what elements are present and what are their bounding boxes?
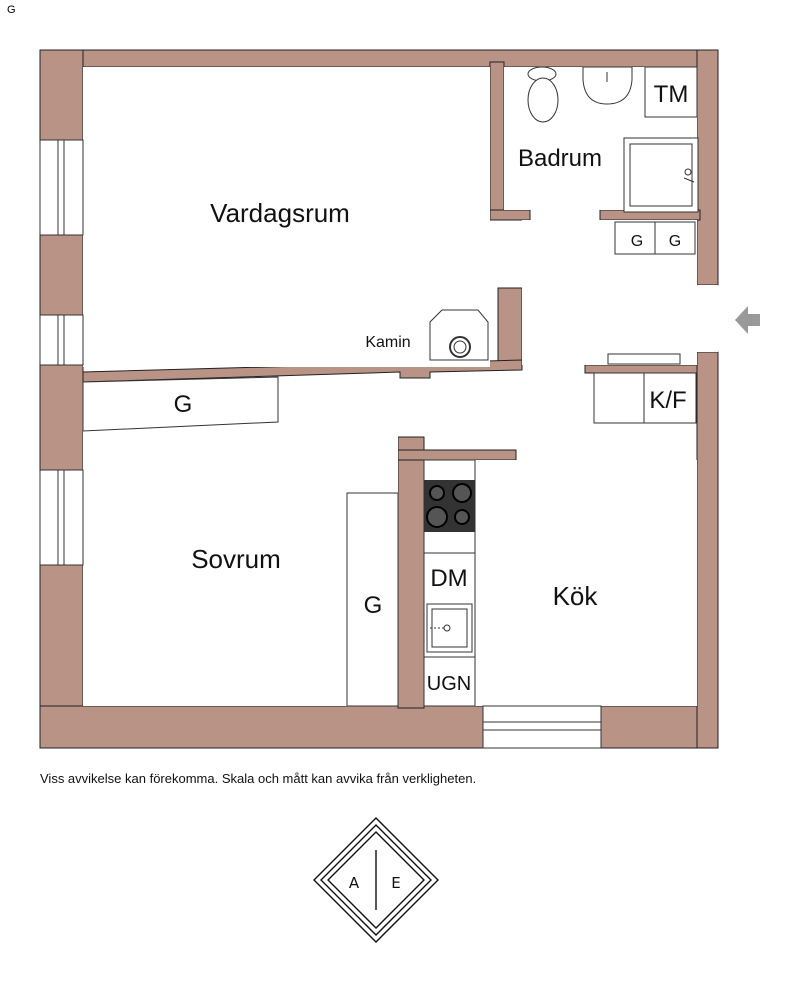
wall-kitchen-left (397, 436, 425, 709)
disclaimer-text: Viss avvikelse kan förekomma. Skala och … (40, 771, 477, 786)
hall-closets (614, 221, 696, 255)
fridge-label: K/F (649, 387, 686, 414)
floors (83, 67, 697, 706)
wall-kitchen-stub (397, 449, 517, 461)
stove-icon (424, 480, 475, 532)
logo-letter-e: E (391, 874, 400, 892)
kitchen-sink-icon (426, 603, 473, 653)
window-1 (39, 139, 84, 236)
wall-right-lower (696, 351, 719, 749)
fridge-freezer (593, 372, 697, 424)
entrance-arrow-icon (735, 306, 760, 334)
bedroom-closet-label: G (364, 592, 383, 619)
room-label-vardagsrum: Vardagsrum (210, 198, 350, 228)
logo-letter-a: A (349, 874, 360, 892)
fireplace-icon (429, 309, 489, 361)
wall-bottom (39, 705, 711, 749)
bedroom-closet (346, 492, 399, 707)
hall-closet-label: G (174, 391, 193, 418)
fireplace-label: Kamin (365, 334, 410, 351)
toilet-icon (527, 66, 559, 123)
microwave-shelf (607, 353, 681, 365)
window-bottom (482, 705, 602, 749)
room-label-kok: Kök (553, 581, 599, 611)
wall-bath-stub (489, 209, 531, 221)
window-3 (39, 469, 84, 566)
room-label-sovrum: Sovrum (191, 544, 281, 574)
closet-label-2: G (669, 233, 681, 250)
sink-icon (582, 66, 633, 105)
room-label-badrum: Badrum (518, 145, 602, 172)
washer-box (644, 66, 698, 118)
windows-left (39, 139, 84, 566)
closet-label-1: G (631, 233, 643, 250)
corner-label: G (7, 4, 16, 16)
washer-label: TM (654, 81, 689, 108)
dishwasher-label: DM (430, 565, 467, 592)
shower-icon (623, 137, 699, 213)
wall-kitchen-top (584, 364, 698, 374)
window-2 (39, 314, 84, 366)
floor-plan: TM Badrum G G Vardagsrum Kamin G K/F Sov… (39, 49, 760, 749)
oven-label: UGN (427, 673, 471, 695)
hall-closet (82, 376, 279, 432)
wall-fireplace (497, 287, 523, 369)
wall-top (39, 49, 711, 68)
entrance-opening (697, 285, 718, 352)
wall-bath-left (489, 61, 505, 221)
wall-right-upper (696, 49, 719, 286)
